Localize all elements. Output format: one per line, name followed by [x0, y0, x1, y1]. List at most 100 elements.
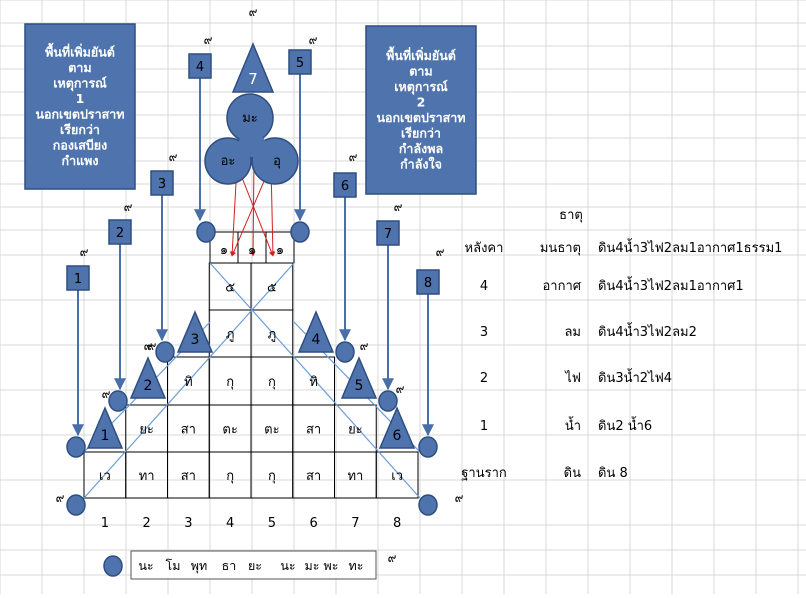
- legend-box: [130, 550, 377, 580]
- legend-syllable: มะ: [305, 558, 320, 573]
- nine-mark: ๙: [388, 551, 397, 565]
- table-level: หลังคา: [465, 241, 504, 256]
- circle-node: [103, 555, 123, 577]
- note-left-line: เหตุการณ์: [53, 76, 107, 92]
- table-element: ดิน: [564, 466, 581, 481]
- grid-cell-text: ทิ: [309, 375, 318, 390]
- note-right-box: [365, 25, 477, 195]
- note-right-line: กำลังพล: [399, 141, 443, 156]
- grid-cell-text: ตะ: [222, 423, 237, 438]
- column-number: 1: [101, 516, 109, 531]
- table-level: 4: [480, 279, 488, 294]
- legend-syllable: โม: [166, 558, 181, 573]
- note-right-line: นอกเขตปราสาท: [376, 110, 465, 125]
- triangle-label: 6: [393, 428, 402, 444]
- note-right-line: พื้นที่เพิ่มยันต์: [386, 46, 456, 63]
- grid-cell: [375, 451, 419, 499]
- circle-node: [108, 390, 128, 412]
- marker-box: [108, 219, 132, 245]
- grid-cell-text: ทิ: [184, 375, 193, 390]
- table-element: ลม: [564, 325, 581, 340]
- marker-label: 1: [74, 272, 82, 287]
- note-left-line: กองเสบียง: [53, 138, 107, 153]
- note-right-line: เรียกว่า: [401, 126, 441, 141]
- table-element: มนธาตุ: [540, 241, 581, 256]
- triangle-label: 1: [101, 428, 110, 444]
- shapes: [24, 23, 477, 580]
- table-element: อากาศ: [542, 279, 581, 294]
- flower-right-label: อุ: [273, 154, 281, 169]
- circle-node: [418, 494, 438, 516]
- table-level: 1: [480, 419, 488, 434]
- nine-mark: ๙: [309, 33, 318, 47]
- grid-cell-text: เว: [391, 469, 403, 484]
- nine-mark: ๙: [124, 200, 133, 214]
- circle-node: [66, 494, 86, 516]
- table-mix: ดิน4น้ำ3ไฟ2ลม1อากาศ1: [598, 276, 744, 294]
- triangle: [86, 406, 124, 449]
- grid-cell-text: ๕: [225, 281, 235, 296]
- column-number: 7: [351, 516, 359, 531]
- grid-cell-text: ทา: [139, 469, 155, 484]
- nine-mark: ๙: [80, 245, 89, 259]
- legend-syllable: ทะ: [349, 558, 364, 573]
- table-mix: ดิน2 น้ำ6: [598, 416, 652, 434]
- marker-label: 2: [116, 226, 124, 241]
- circle-node: [155, 341, 175, 363]
- nine-mark: ๙: [394, 200, 403, 214]
- grid-cell-text: ๑: [220, 243, 228, 258]
- note-left-box: [24, 23, 136, 190]
- circle-node: [196, 221, 216, 243]
- note-left-line: ตาม: [68, 60, 91, 75]
- note-right-line: เหตุการณ์: [394, 79, 448, 95]
- column-number: 2: [142, 516, 150, 531]
- grid-cell-text: ยะ: [139, 423, 154, 438]
- marker-box: [150, 170, 174, 196]
- grid-cell-text: ๑: [248, 243, 256, 258]
- nine-mark: ๙: [144, 339, 153, 353]
- legend-syllable: พุท: [191, 558, 207, 574]
- marker-label: 3: [158, 177, 166, 192]
- pyramid-grid: [83, 231, 419, 499]
- marker-box: [66, 265, 90, 291]
- flower-left-label: อะ: [221, 154, 236, 169]
- marker-box: [376, 220, 400, 246]
- note-right-line: กำลังใจ: [400, 157, 442, 172]
- note-left-line: นอกเขตปราสาท: [35, 107, 124, 122]
- legend-syllable: พะ: [324, 558, 339, 573]
- triangle: [129, 356, 167, 399]
- grid-cell-text: ภู: [268, 328, 277, 343]
- marker-box: [188, 53, 212, 79]
- triangle-label: 4: [312, 332, 321, 348]
- marker-box: [416, 269, 440, 295]
- nine-mark: ๙: [102, 387, 111, 401]
- triangle-label: 7: [248, 70, 258, 88]
- marker-label: 6: [341, 179, 349, 194]
- nine-mark: ๙: [148, 339, 157, 353]
- grid-cell-text: เว: [99, 469, 111, 484]
- note-left-line: 1: [76, 91, 85, 106]
- flower-top-label: มะ: [242, 111, 258, 126]
- marker-label: 8: [424, 276, 432, 291]
- circle-node: [378, 390, 398, 412]
- nine-mark: ๙: [56, 491, 65, 505]
- grid-cell-text: กุ: [226, 375, 234, 390]
- grid-cell-text: สา: [181, 423, 196, 438]
- column-number: 6: [309, 516, 317, 531]
- circle-node: [66, 436, 86, 458]
- note-right-line: ตาม: [409, 64, 432, 79]
- nine-mark: ๙: [249, 5, 258, 19]
- connector-arrows: [72, 74, 434, 437]
- grid-cell-text: กุ: [268, 375, 276, 390]
- grid-cell-text: ตะ: [264, 423, 279, 438]
- table-mix: ดิน4น้ำ3ไฟ2ลม1อากาศ1ธรรม1: [598, 238, 782, 256]
- grid-cell-text: กุ: [226, 469, 234, 484]
- table-level: ฐานราก: [461, 466, 507, 481]
- table-header: ธาตุ: [559, 208, 583, 223]
- marker-box: [288, 49, 312, 75]
- triangle: [340, 356, 378, 399]
- nine-mark: ๙: [436, 245, 445, 259]
- triangle: [378, 406, 416, 449]
- note-right-line: 2: [417, 95, 426, 110]
